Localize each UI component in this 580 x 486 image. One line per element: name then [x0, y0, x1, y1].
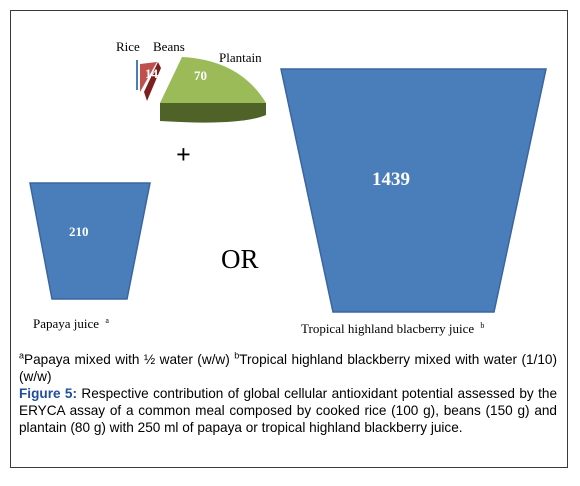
- meal-pie: [136, 57, 266, 123]
- caption-footnotes: aPapaya mixed with ½ water (w/w) bTropic…: [19, 351, 557, 385]
- figure-frame: [10, 10, 568, 468]
- footnote-a-text: Papaya mixed with ½ water (w/w): [24, 352, 235, 367]
- blackberry-label: Tropical highland blacberry juice b: [301, 321, 484, 336]
- caption-body: Figure 5: Respective contribution of glo…: [19, 385, 557, 436]
- beans-wedge: [140, 62, 157, 92]
- caption-text: Respective contribution of global cellul…: [19, 386, 557, 435]
- papaya-label-mark: a: [105, 316, 109, 325]
- blackberry-label-text: Tropical highland blacberry juice: [301, 321, 474, 336]
- beans-value: 14: [145, 66, 159, 81]
- beans-wedge-side: [144, 62, 161, 101]
- footnote-a-mark: a: [19, 350, 25, 361]
- papaya-label-text: Papaya juice: [33, 316, 99, 331]
- figure-caption: aPapaya mixed with ½ water (w/w) bTropic…: [19, 351, 557, 436]
- blackberry-label-mark: b: [480, 321, 484, 330]
- papaya-value: 210: [69, 224, 89, 239]
- blackberry-cup: [280, 68, 547, 313]
- rice-wedge: [136, 60, 138, 90]
- plantain-wedge: [160, 57, 266, 103]
- rice-label: Rice: [116, 39, 140, 54]
- blackberry-value: 1439: [372, 169, 410, 190]
- figure-graphic: Rice Beans Plantain 14 70 + OR 210 Papay…: [29, 39, 547, 336]
- beans-label: Beans: [153, 39, 185, 54]
- papaya-cup: [29, 182, 151, 300]
- footnote-b-mark: b: [234, 350, 240, 361]
- plantain-value: 70: [194, 68, 207, 83]
- plus-sign: +: [176, 140, 191, 169]
- plantain-wedge-side: [160, 103, 266, 123]
- papaya-label: Papaya juice a: [33, 316, 109, 331]
- figure-number: Figure 5:: [19, 386, 78, 401]
- plantain-label: Plantain: [219, 50, 262, 65]
- footnote-b-text: Tropical highland blackberry mixed with …: [19, 352, 557, 384]
- or-label: OR: [221, 244, 259, 274]
